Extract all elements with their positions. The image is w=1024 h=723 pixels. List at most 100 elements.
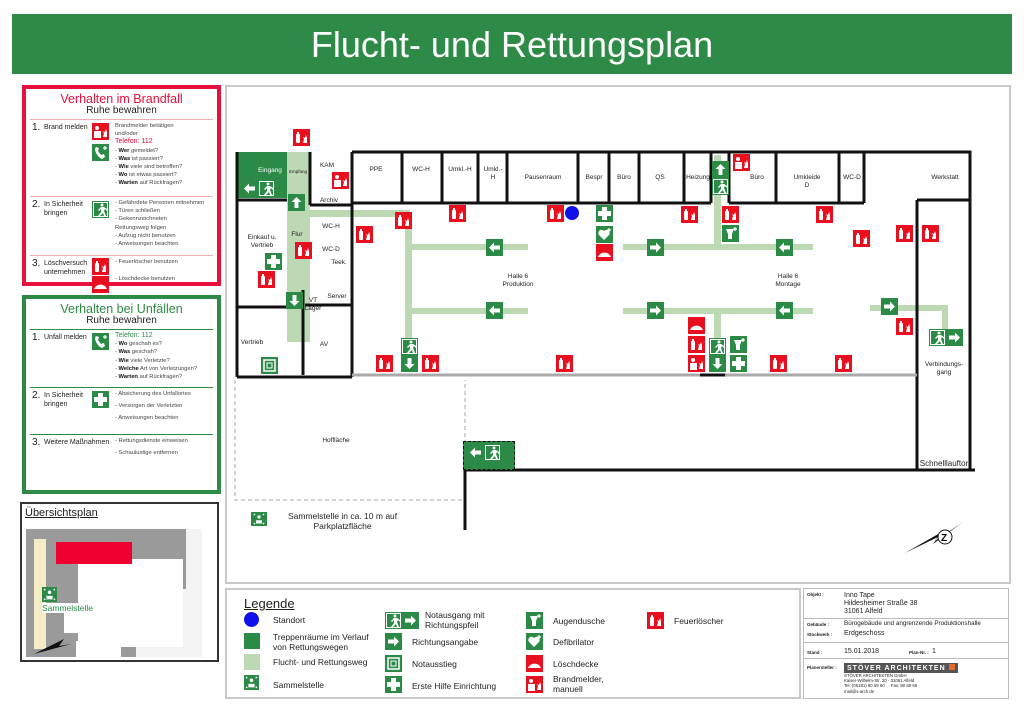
- legend-label: Augendusche: [553, 616, 605, 626]
- step-line: - Gekennzeichneten: [115, 216, 167, 223]
- fire-extinguisher-icon: [547, 205, 564, 222]
- emergency-exit-icon: [929, 329, 946, 346]
- room-label: Teek.: [331, 259, 347, 266]
- page-title: Flucht- und Rettungsplan: [12, 14, 1012, 74]
- emergency-phone-icon: [92, 333, 109, 350]
- you-are-here-marker: [565, 206, 579, 220]
- first-aid-icon: [385, 676, 402, 693]
- room-label: Umkleide D: [793, 174, 821, 189]
- step-text: Telefon: 112 - Wo geschah es?- Was gesch…: [115, 332, 225, 381]
- info-key: Stand :: [807, 650, 823, 655]
- room-label: Bespr: [585, 174, 603, 181]
- room-label: WC-D: [322, 246, 340, 253]
- escape-route-swatch: [244, 654, 260, 670]
- question-line: - Wo ist etwas passiert?: [115, 172, 177, 179]
- step-number: 2.: [32, 390, 41, 401]
- step-get-safe: 2. In Sicherheit bringen - Gefährdete Pe…: [30, 196, 213, 252]
- legend-label: Erste Hilfe Einrichtung: [412, 681, 497, 691]
- compass: Z: [905, 522, 963, 553]
- fire-alarm-icon: [733, 154, 750, 171]
- room-label: Heizung: [686, 174, 710, 181]
- step-line: - Absicherung des Unfallortes: [115, 391, 191, 397]
- fire-extinguisher-icon: [376, 355, 393, 372]
- direction-arrow-icon: [401, 355, 418, 372]
- room-label: AV: [319, 341, 329, 348]
- legend-label: Notausgang mit Richtungspfeil: [425, 610, 485, 630]
- legend-title: Legende: [244, 596, 295, 611]
- direction-arrow-icon: [712, 161, 729, 178]
- room-label: WC-D: [843, 174, 861, 181]
- emergency-phone-icon: [92, 144, 109, 161]
- step-further-measures: 3. Weitere Maßnahmen - Rettungsdienste e…: [30, 434, 213, 474]
- question-line: - Warten auf Rückfragen?: [115, 180, 183, 187]
- step-text: - Rettungsdienste einweisen- Schaulustig…: [115, 437, 225, 461]
- direction-arrow-icon: [709, 355, 726, 372]
- room-label: Vertrieb: [240, 339, 264, 346]
- floor-plan: [225, 85, 1011, 584]
- step-line: - Schaulustige entfernen: [115, 450, 178, 457]
- step-label: Brand melden: [44, 124, 88, 131]
- question-line: - Wer gemeldet?: [115, 147, 159, 154]
- first-aid-icon: [730, 355, 747, 372]
- eyewash-icon: [730, 336, 747, 353]
- direction-arrow-icon: [486, 239, 503, 256]
- step-line: Rettungsweg folgen: [115, 224, 167, 231]
- question-line: - Wie viele Verletzte?: [115, 357, 170, 364]
- step-get-safe: 2. In Sicherheit bringen - Absicherung d…: [30, 387, 213, 431]
- room-label: Umkl.- H: [483, 166, 503, 181]
- direction-arrow-icon: [881, 298, 898, 315]
- legend-label: Feuerlöscher: [674, 616, 724, 626]
- walls: [235, 150, 975, 530]
- legend-label: Löschdecke: [553, 659, 599, 669]
- fire-extinguisher-icon: [816, 206, 833, 223]
- step-label: In Sicherheit bringen: [44, 392, 83, 408]
- emergency-exit-icon: [484, 444, 501, 461]
- legend-label: Sammelstelle: [273, 680, 325, 690]
- direction-arrow-icon: [776, 302, 793, 319]
- step-label: Löschversuch unternehmen: [44, 260, 88, 276]
- question-line: - Wie viele sind betroffen?: [115, 164, 183, 171]
- info-key: Planersteller :: [807, 665, 837, 670]
- fire-extinguisher-icon: [853, 230, 870, 247]
- defibrillator-icon: [526, 633, 543, 650]
- building: Bürogebäude und angrenzende Produktionsh…: [844, 620, 981, 627]
- room-label: Büro: [750, 174, 764, 181]
- question-line: - Welche Art von Verletzungen?: [115, 365, 198, 372]
- room-label: WC-H: [412, 166, 430, 173]
- emergency-hatch-icon: [385, 655, 402, 672]
- step-label: Unfall melden: [44, 334, 87, 341]
- question-line: - Warten auf Rückfragen?: [115, 374, 183, 381]
- direction-arrow-icon: [776, 239, 793, 256]
- assembly-point-note: Sammelstelle in ca. 10 m auf Parkplatzfl…: [288, 511, 398, 531]
- step-number: 1.: [32, 122, 41, 133]
- emergency-exit-icon: [258, 180, 275, 197]
- overview-title: Übersichtsplan: [25, 507, 98, 519]
- fire-extinguisher-icon: [922, 225, 939, 242]
- step-line: - Versorgen der Verletzten: [115, 403, 183, 410]
- defibrillator-icon: [596, 226, 613, 243]
- first-aid-icon: [265, 253, 282, 270]
- legend-label: Notausstieg: [412, 659, 457, 669]
- legend-label: Brandmelder, manuell: [553, 674, 604, 694]
- info-key: Stockwerk :: [807, 632, 833, 637]
- info-key: Objekt :: [807, 592, 824, 597]
- fire-extinguisher-icon: [896, 318, 913, 335]
- fire-blanket-icon: [92, 276, 109, 293]
- fire-extinguisher-icon: [556, 355, 573, 372]
- fire-extinguisher-icon: [681, 206, 698, 223]
- architect-logo: STÖVER ARCHITEKTEN: [844, 663, 958, 673]
- room-label: KAM: [319, 162, 335, 169]
- fire-extinguisher-icon: [422, 355, 439, 372]
- date: 15.01.2018: [844, 648, 880, 655]
- room-label: Halle 6 Produktion: [502, 273, 534, 288]
- fire-alarm-icon: [688, 355, 705, 372]
- architect-address: STÖVER ARCHITEKTEN GmbH Kaiser-Wilhelm-S…: [844, 673, 918, 694]
- fire-blanket-icon: [526, 655, 543, 672]
- room-label: Empfang: [288, 169, 308, 174]
- room-label: WC-H: [322, 223, 340, 230]
- fire-blanket-icon: [688, 317, 705, 334]
- step-label: Weitere Maßnahmen: [44, 439, 110, 446]
- assembly-label: Sammelstelle: [42, 603, 94, 613]
- room-label: Halle 6 Montage: [775, 273, 801, 288]
- legend: Legende Standort Treppenräume im Verlauf…: [225, 588, 801, 699]
